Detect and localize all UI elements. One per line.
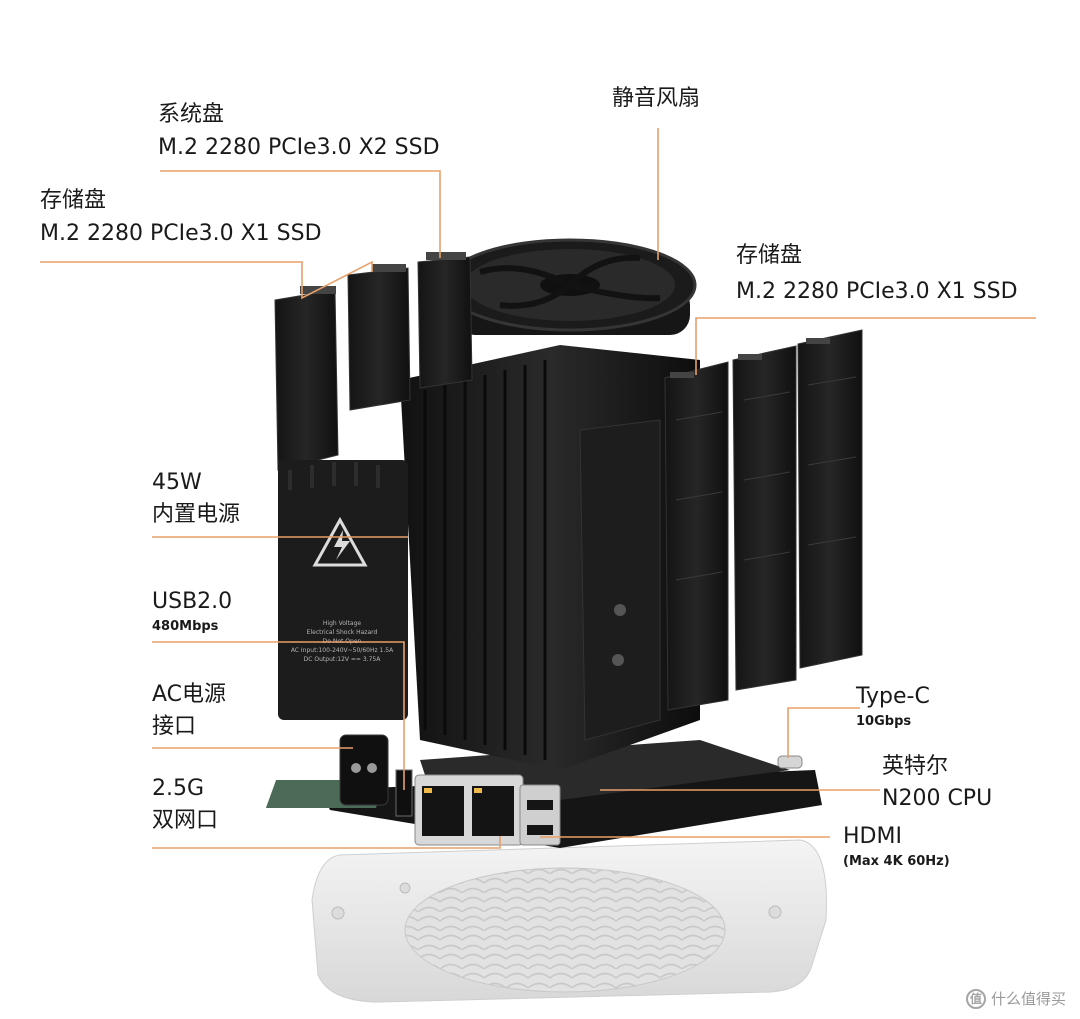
typec-port (777, 755, 803, 769)
ac-line1: AC电源 (152, 682, 227, 707)
heatsink (400, 345, 700, 770)
ac-line2: 接口 (152, 714, 197, 739)
io-ports (395, 769, 561, 846)
cpu-model: N200 CPU (882, 786, 993, 811)
sys-disk-title: 系统盘 (158, 102, 225, 127)
usb-name: USB2.0 (152, 589, 233, 614)
typec-name: Type-C (856, 684, 930, 709)
leader-line-storage-right (695, 317, 1036, 375)
storage-left-title: 存储盘 (40, 188, 107, 213)
psu-warning-line: DC Output:12V == 3.75A (304, 656, 382, 663)
fan-label: 静音风扇 (612, 86, 701, 111)
leader-line-typec (787, 707, 860, 758)
sys-disk-spec: M.2 2280 PCIe3.0 X2 SSD (158, 135, 440, 160)
lan-line2: 双网口 (152, 808, 219, 833)
ac-inlet (339, 734, 389, 806)
left-ssd-stack (274, 252, 473, 471)
leader-lines (40, 128, 1036, 849)
usb-speed: 480Mbps (152, 619, 219, 634)
right-ssd-stack (664, 329, 863, 711)
leader-line-sys-disk (160, 170, 441, 258)
hdmi-name: HDMI (843, 824, 902, 849)
cpu-brand: 英特尔 (882, 754, 949, 779)
psu-warning-line: High Voltage (323, 620, 362, 627)
psu-warning-line: AC Input:100-240V~50/60Hz 1.5A (291, 647, 394, 654)
typec-speed: 10Gbps (856, 714, 912, 729)
leader-line-lan (152, 836, 501, 849)
storage-right-title: 存储盘 (736, 243, 803, 268)
watermark-logo-icon: 值 (965, 988, 986, 1009)
lan-line1: 2.5G (152, 776, 205, 801)
psu-watts: 45W (152, 470, 202, 495)
leader-line-storage-left (40, 260, 373, 300)
leader-line-usb (152, 641, 405, 790)
power-supply: High Voltage Electrical Shock Hazard Do … (278, 460, 408, 720)
hdmi-spec: (Max 4K 60Hz) (843, 854, 950, 869)
storage-right-spec: M.2 2280 PCIe3.0 X1 SSD (736, 279, 1018, 304)
storage-left-spec: M.2 2280 PCIe3.0 X1 SSD (40, 221, 322, 246)
bottom-plate (311, 839, 827, 1003)
psu-name: 内置电源 (152, 502, 241, 527)
watermark: 值 什么值得买 (965, 988, 1066, 1009)
psu-warning-line: Electrical Shock Hazard (307, 629, 378, 636)
watermark-text: 什么值得买 (990, 990, 1066, 1008)
